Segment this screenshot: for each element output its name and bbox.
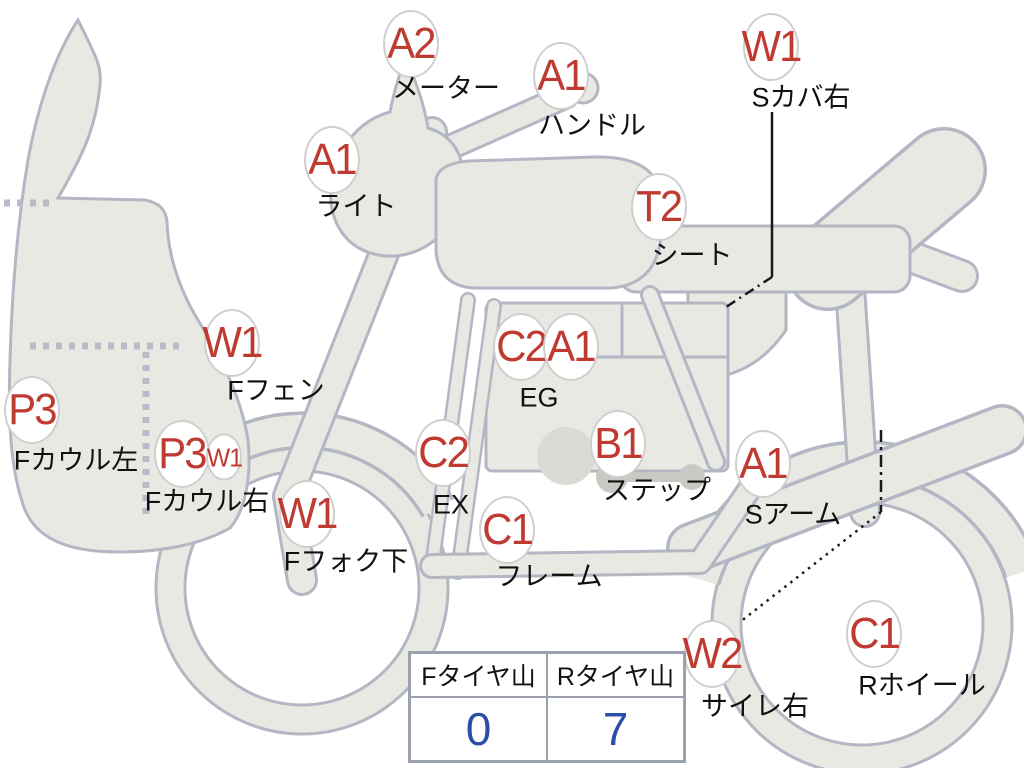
meter-label: メーター	[392, 73, 500, 104]
silencer-right-label: サイレ右	[701, 691, 809, 722]
silencer-right-code-badge: W2	[682, 620, 744, 688]
engine-code-badge: A1	[543, 313, 599, 381]
meter-code-badge: A2	[383, 10, 439, 78]
seat-code-badge: T2	[631, 173, 687, 241]
frame-code-badge: C1	[479, 496, 535, 564]
step-peg-right	[679, 464, 705, 490]
swing-arm-code: A1	[739, 439, 788, 488]
front-tire-tread-value: 0	[465, 703, 492, 755]
downtube-2-fill	[452, 300, 500, 578]
step-code: B1	[594, 419, 643, 468]
frame-code: C1	[482, 505, 534, 554]
tire-table-header-row: Fタイヤ山 Rタイヤ山	[411, 654, 683, 698]
rear-wheel-code: C1	[849, 609, 901, 658]
front-cowl	[7, 16, 251, 554]
front-fender-code: W1	[202, 318, 264, 367]
front-cowl-right-code-badge: P3	[154, 420, 210, 488]
step-label: ステップ	[603, 475, 711, 506]
tire-tread-table: Fタイヤ山 Rタイヤ山 0 7	[408, 651, 686, 763]
silencer-right-code: W2	[682, 629, 744, 678]
seat-code: T2	[636, 182, 683, 231]
headlight-meter	[329, 54, 465, 258]
front-cowl-right-code: W1	[206, 442, 242, 472]
crankcase	[537, 427, 595, 485]
front-fender-code-badge: W1	[202, 309, 264, 377]
exhaust-label: EX	[432, 489, 470, 520]
headlight-code-badge: A1	[304, 126, 360, 194]
rear-tire-header: Rタイヤ山	[546, 654, 683, 698]
rear-wheel-label: Rホイール	[858, 670, 986, 701]
engine-code: A1	[547, 322, 596, 371]
headlight-code: A1	[308, 135, 357, 184]
frame-label: フレーム	[495, 561, 603, 592]
handlebar-label: ハンドル	[538, 110, 646, 141]
exhaust-code-badge: C2	[415, 419, 471, 487]
front-tire-header: Fタイヤ山	[411, 654, 546, 698]
swing-arm-label: Sアーム	[744, 499, 842, 530]
front-cowl-left-code-badge: P3	[4, 376, 60, 444]
front-fender-label: Fフェン	[227, 375, 325, 406]
front-cowl-right-label: Fカウル右	[144, 486, 270, 517]
front-fork-lower-code-badge: W1	[277, 480, 339, 548]
headlight-label: ライト	[315, 191, 397, 222]
rear-frame-tube-fill	[643, 288, 723, 469]
swing-arm-band-fill	[669, 407, 1024, 571]
step-code-badge: B1	[590, 410, 646, 478]
front-fork-lower-code: W1	[277, 489, 339, 538]
engine-label: EG	[519, 382, 559, 413]
seat-label: シート	[651, 240, 733, 271]
side-cover-right-code-badge: W1	[741, 13, 803, 81]
engine-code-badge: C2	[493, 313, 549, 381]
meter-code: A2	[387, 19, 436, 68]
front-fork-lower-label: Fフォク下	[283, 546, 409, 577]
tire-table-value-row: 0 7	[411, 698, 683, 760]
exhaust-code: C2	[418, 428, 470, 477]
swing-arm-code-badge: A1	[735, 430, 791, 498]
side-cover-right-label: Sカバ右	[751, 82, 851, 113]
side-cover-leader-dashdot	[722, 275, 773, 311]
engine-code: C2	[496, 322, 548, 371]
lower-frame-rail-fill	[422, 452, 778, 576]
rear-tire-tread-value: 7	[546, 698, 683, 760]
front-cowl-right-code-badge: W1	[206, 433, 243, 481]
front-cowl-right-code: P3	[158, 429, 207, 478]
front-cowl-left-label: Fカウル左	[13, 445, 139, 476]
side-cover-right-code: W1	[741, 22, 803, 71]
handlebar-code-badge: A1	[533, 42, 589, 110]
front-cowl-left-code: P3	[8, 385, 57, 434]
rear-wheel-code-badge: C1	[846, 600, 902, 668]
handlebar-code: A1	[537, 51, 586, 100]
